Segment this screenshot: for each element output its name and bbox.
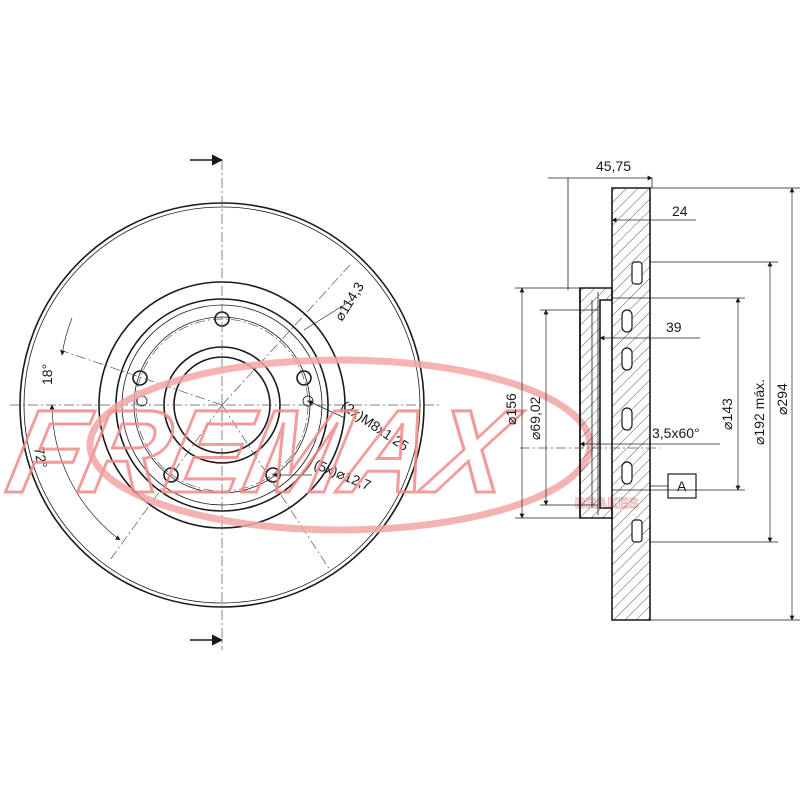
angle-arc-18 bbox=[60, 317, 73, 356]
radial-line bbox=[59, 349, 223, 406]
angle-72-label: 72° bbox=[31, 446, 50, 470]
radial-line bbox=[221, 404, 331, 571]
fremax-watermark: FREMAX BRAKES bbox=[0, 356, 639, 534]
d294-label: ⌀294 bbox=[774, 383, 790, 415]
watermark-logo: FREMAX bbox=[0, 386, 530, 518]
datum-box bbox=[667, 473, 697, 499]
d156-label: ⌀156 bbox=[503, 393, 519, 425]
friction-ring-section bbox=[611, 187, 651, 621]
hat-label: 39 bbox=[666, 319, 682, 335]
pcd-label: ⌀114,3 bbox=[331, 279, 367, 324]
thickness-label: 24 bbox=[672, 203, 688, 219]
bolt-hole bbox=[132, 370, 148, 386]
chamfer-label: 3,5x60° bbox=[652, 425, 700, 441]
section-view: 45,75 24 39 3,5x60° A ⌀156 ⌀69,02 ⌀143 ⌀… bbox=[503, 158, 800, 621]
bolt-hole bbox=[163, 467, 179, 483]
bolt-hole bbox=[296, 370, 312, 386]
section-arrows bbox=[190, 154, 224, 646]
angle-18-label: 18° bbox=[39, 364, 55, 385]
thread-leader bbox=[307, 400, 346, 419]
pcd-leader bbox=[303, 299, 353, 331]
radial-line bbox=[221, 264, 351, 406]
radial-line bbox=[109, 404, 223, 561]
d192-label: ⌀192 máx. bbox=[751, 379, 767, 445]
offset-label: 45,75 bbox=[596, 158, 631, 174]
angle-arc-72 bbox=[49, 404, 121, 541]
vent-slots bbox=[621, 261, 643, 543]
d143-label: ⌀143 bbox=[719, 398, 735, 430]
hat-section bbox=[579, 287, 613, 519]
datum-label: A bbox=[677, 478, 687, 494]
d69-label: ⌀69,02 bbox=[527, 396, 543, 440]
